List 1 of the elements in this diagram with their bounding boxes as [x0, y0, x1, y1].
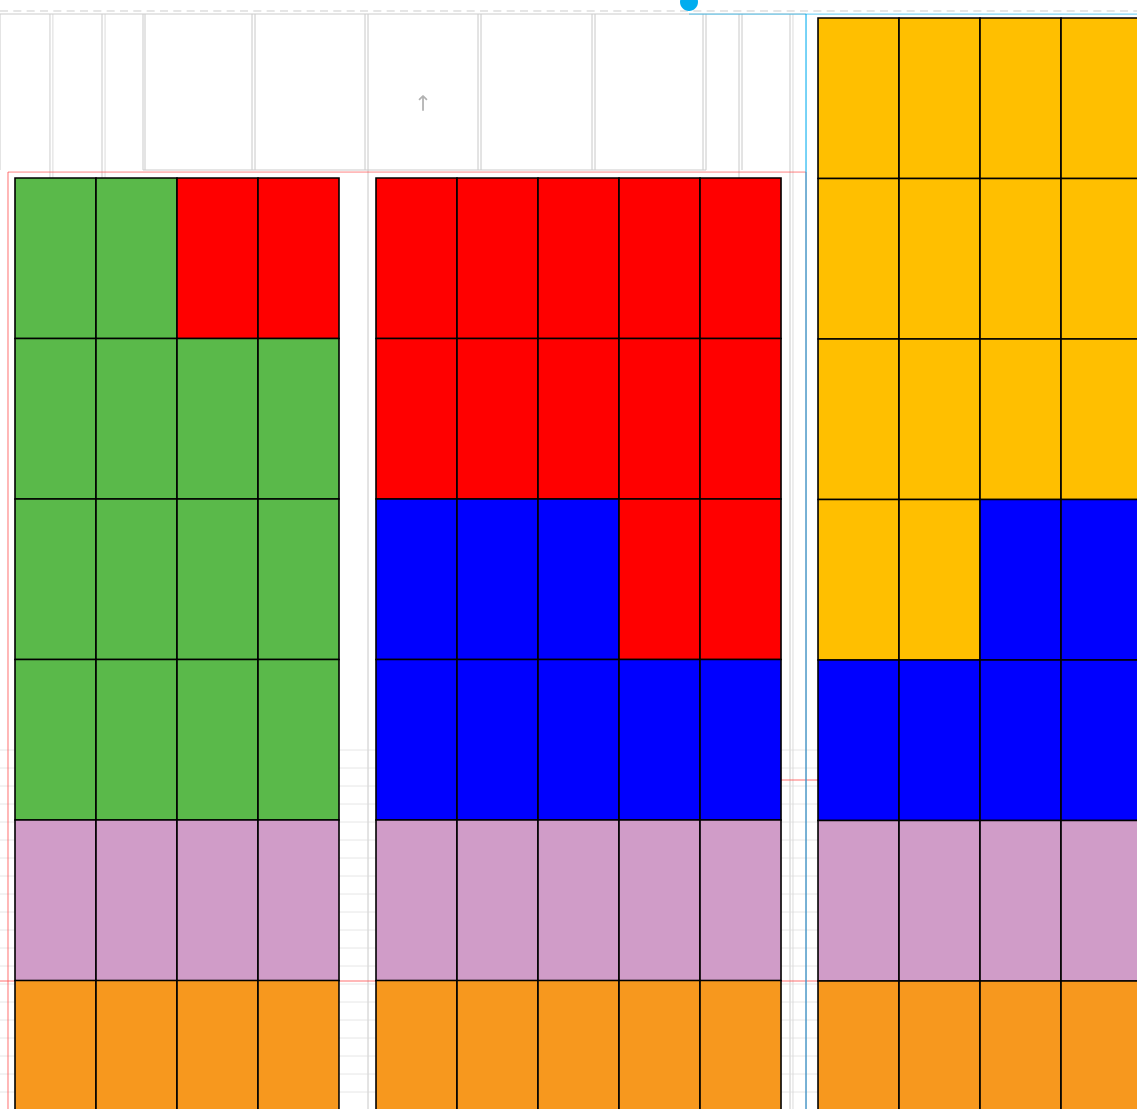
arrow-glyph: ↑ — [418, 95, 428, 111]
